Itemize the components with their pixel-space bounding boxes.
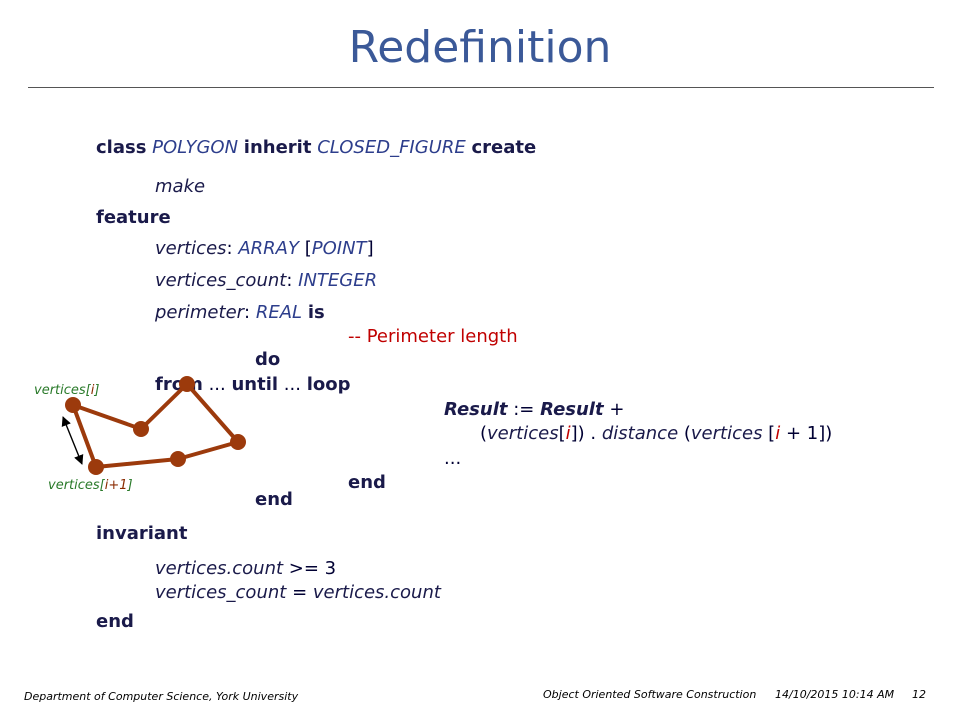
end-loop-line: end [348,472,386,494]
comment-perimeter: -- Perimeter length [348,326,518,347]
feature-vertices: vertices: ARRAY [POINT] [155,238,374,260]
keyword-loop: loop [306,374,351,395]
class-name: POLYGON [152,137,239,158]
feature-vertices-name: vertices [155,238,227,259]
label-suffix: ] [127,478,133,493]
distance-expression: (vertices[i]) . distance (vertices [i + … [480,423,833,444]
until-ellipsis: ... [283,374,301,395]
slide-title: Redefinition [348,22,612,73]
bracket-open: [ [304,238,312,259]
vertex-node [230,434,246,450]
keyword-end-routine: end [255,489,293,510]
distance-call: distance [601,423,679,444]
colon: : [286,270,293,291]
feature-perimeter-name: perimeter [155,302,245,323]
label-index: i [90,383,95,398]
end-routine-line: end [255,489,293,511]
invariant-op-eq: = [292,582,308,603]
vertices-ref-2: vertices [690,423,763,444]
keyword-do: do [255,349,281,370]
vertex-node [88,459,104,475]
footer-course: Object Oriented Software Construction [543,688,757,701]
keyword-end-loop: end [348,472,386,493]
keyword-is: is [307,302,325,323]
plus-operator: + [609,399,625,420]
vertex-node [65,397,81,413]
feature-vertices-count-name: vertices_count [155,270,287,291]
label-prefix: vertices[ [48,478,105,493]
invariant-line-2: vertices_count = vertices.count [155,582,441,604]
type-integer: INTEGER [298,270,378,291]
feature-perimeter: perimeter: REAL is [155,302,325,324]
keyword-feature: feature [96,207,171,228]
feature-vertices-count: vertices_count: INTEGER [155,270,377,292]
index-i: i [565,423,571,444]
type-point: POINT [311,238,367,259]
index-i-2: i [775,423,781,444]
colon: : [226,238,233,259]
label-index: i+1 [104,478,128,493]
keyword-invariant: invariant [96,523,188,544]
vertices-ref: vertices [487,423,559,444]
plus-one: + 1]) [785,423,833,444]
invariant-right: vertices.count [312,582,441,603]
vertex-node [179,376,195,392]
invariant-op-ge: >= 3 [288,558,337,579]
result-keyword: Result [444,399,508,420]
do-line: do [255,349,280,371]
keyword-class: class [96,137,147,158]
keyword-until: until [231,374,279,395]
bracket-close: ] [366,238,374,259]
keyword-inherit: inherit [243,137,312,158]
edge-double-arrow [61,416,84,465]
title-divider [28,87,934,88]
footer-page-number: 12 [912,688,926,701]
assign-operator: := [513,399,535,420]
dot: . [590,423,597,444]
from-ellipsis: ... [208,374,226,395]
label-vertex-i: vertices[i] [34,383,99,398]
close-bracket-paren: ]) [570,423,585,444]
invariant-line-1: vertices.count >= 3 [155,558,336,580]
invariant-clause: invariant [96,523,187,545]
result-assign-line: Result := Result + [444,399,624,421]
keyword-create: create [471,137,537,158]
invariant-expr-count: vertices.count [155,558,284,579]
colon: : [244,302,251,323]
parent-class-name: CLOSED_FIGURE [317,137,466,158]
open-paren: ( [480,423,488,444]
label-suffix: ] [94,383,100,398]
footer-department: Department of Computer Science, York Uni… [24,690,299,703]
label-prefix: vertices[ [34,383,91,398]
type-array: ARRAY [238,238,299,259]
vertex-node [170,451,186,467]
keyword-end-class: end [96,611,134,632]
vertex-node [133,421,149,437]
type-real: REAL [255,302,303,323]
creation-procedure: make [155,176,205,198]
invariant-left: vertices_count [155,582,287,603]
loop-body-ellipsis: ... [444,448,462,469]
class-header-line: class POLYGON inherit CLOSED_FIGURE crea… [96,137,536,159]
creator-name: make [155,176,206,197]
footer-datetime: 14/10/2015 10:14 AM [775,688,895,701]
result-keyword-rhs: Result [540,399,604,420]
label-vertex-i-plus-1: vertices[i+1] [48,478,133,493]
end-class-line: end [96,611,134,633]
feature-clause: feature [96,207,171,229]
